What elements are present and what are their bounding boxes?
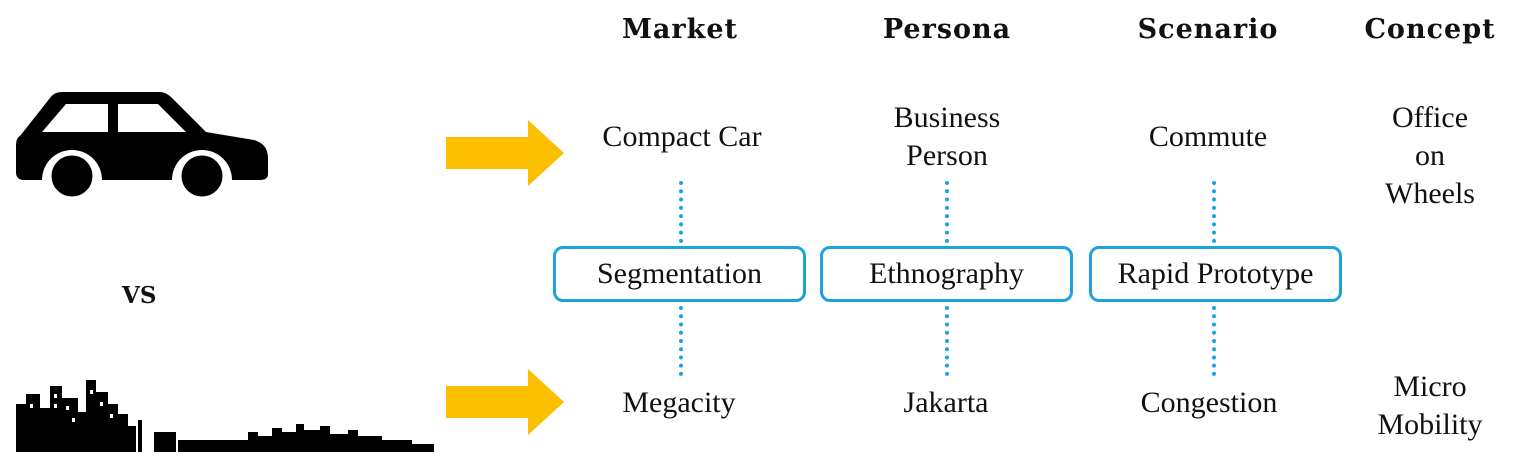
arrow-right-icon: [446, 369, 564, 435]
bottom-market: Megacity: [622, 386, 736, 419]
connector-market-bottom: [679, 306, 683, 376]
bottom-persona: Jakarta: [903, 386, 989, 419]
car-icon: [16, 92, 268, 200]
connector-scenario-bottom: [1212, 306, 1216, 376]
method-rapid-prototype: Rapid Prototype: [1089, 246, 1342, 302]
header-concept: Concept: [1364, 14, 1496, 45]
top-persona: Business Person: [893, 101, 1001, 172]
header-persona: Persona: [882, 14, 1012, 45]
connector-market-top: [679, 181, 683, 243]
top-concept: Office on Wheels: [1385, 101, 1475, 210]
connector-persona-top: [945, 181, 949, 243]
connector-scenario-top: [1212, 181, 1216, 243]
top-scenario: Commute: [1148, 120, 1268, 153]
bottom-concept: Micro Mobility: [1377, 370, 1483, 441]
header-scenario: Scenario: [1137, 14, 1279, 45]
method-ethnography: Ethnography: [820, 246, 1073, 302]
connector-persona-bottom: [945, 306, 949, 376]
header-market: Market: [622, 14, 738, 45]
city-skyline-icon: [16, 380, 434, 452]
arrow-right-icon: [446, 120, 564, 186]
top-market: Compact Car: [602, 120, 762, 153]
bottom-scenario: Congestion: [1140, 386, 1278, 419]
method-segmentation: Segmentation: [553, 246, 806, 302]
vs-label: VS: [122, 282, 157, 309]
